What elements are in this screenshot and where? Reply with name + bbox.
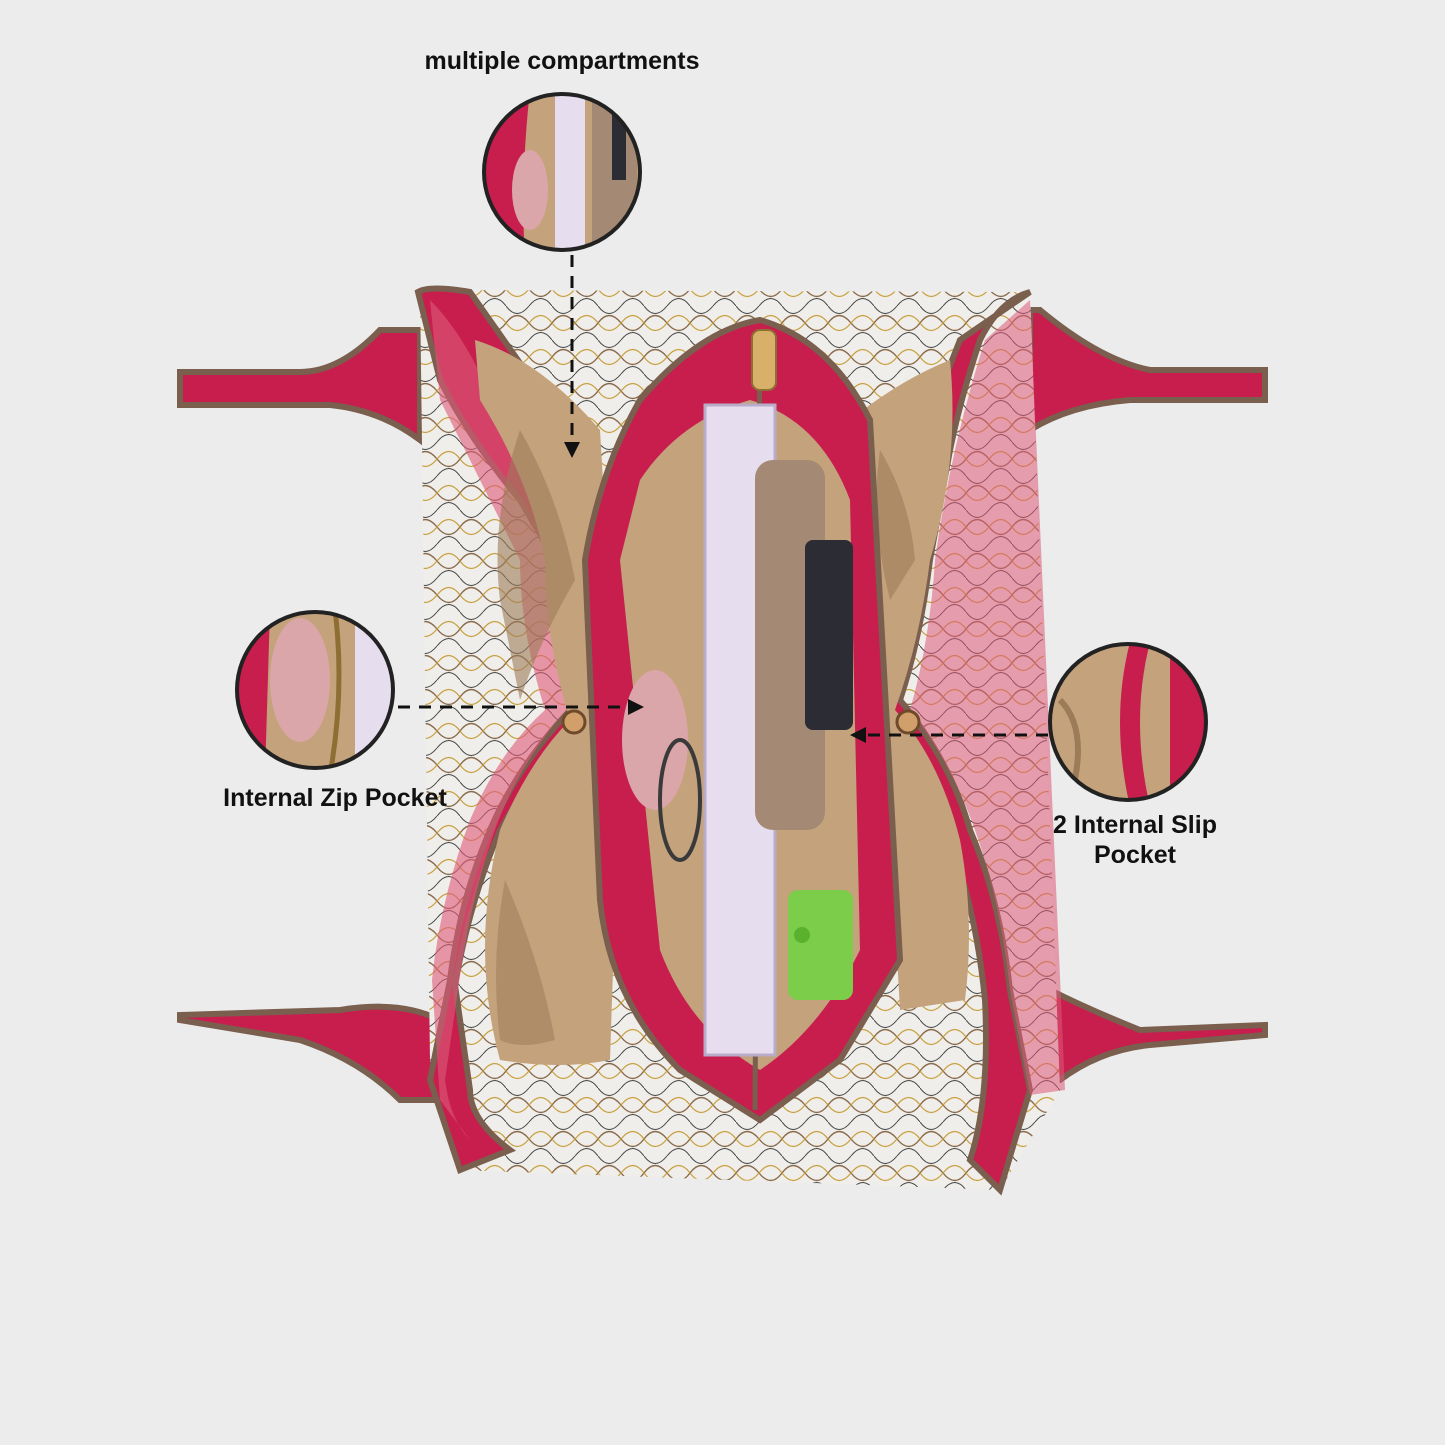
zoom-circle-zip-pocket: [235, 610, 395, 770]
callout-slip-pocket-label: 2 Internal Slip Pocket: [1053, 811, 1217, 869]
right-compartment: [850, 360, 969, 1010]
metal-stud-icon: [561, 709, 587, 735]
zoom-circle-slip-pocket: [1048, 642, 1208, 802]
callout-compartments-label: multiple compartments: [424, 47, 700, 75]
center-zip-pocket: [581, 316, 904, 1124]
handle-bottom-right: [1047, 985, 1268, 1083]
arrow-head-icon: [850, 727, 866, 743]
arrow-head-icon: [628, 699, 644, 715]
handle-bottom-left: [177, 1003, 443, 1103]
arrow-head-icon: [564, 442, 580, 458]
handle-top-left: [177, 327, 423, 446]
callout-zip-pocket-label: Internal Zip Pocket: [223, 784, 447, 812]
zoom-circle-compartments: [482, 92, 642, 252]
handle-top-right: [1027, 307, 1268, 436]
metal-stud-icon: [895, 709, 921, 735]
left-compartment: [475, 340, 624, 1065]
